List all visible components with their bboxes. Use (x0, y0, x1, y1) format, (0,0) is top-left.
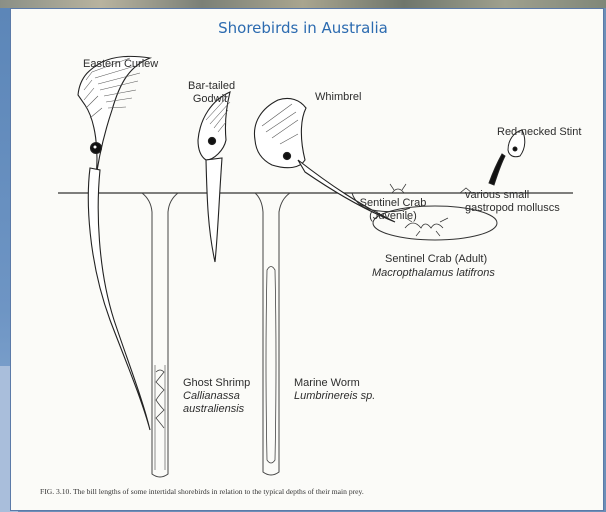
label-marine-worm: Marine Worm Lumbrinereis sp. (294, 377, 375, 403)
label-bar-tailed-godwit: Bar-tailed Godwit (188, 80, 232, 106)
label-sentinel-crab-adult: Sentinel Crab (Adult) (385, 253, 487, 266)
label-marine-worm-name: Marine Worm (294, 377, 375, 390)
ghost-shrimp-burrow (142, 193, 178, 477)
label-sentinel-crab-adult-species: Macropthalamus latifrons (372, 267, 495, 280)
label-red-necked-stint: Red-necked Stint (497, 126, 581, 139)
label-sentinel-crab-juvenile: Sentinel Crab (Juvenile) (355, 197, 431, 223)
label-whimbrel: Whimbrel (315, 91, 361, 104)
label-bar-tailed-godwit-line1: Bar-tailed (188, 80, 232, 93)
label-eastern-curlew: Eastern Curlew (83, 58, 158, 71)
marine-worm-burrow (255, 193, 290, 475)
label-ghost-shrimp-name: Ghost Shrimp (183, 377, 250, 390)
bar-tailed-godwit-head (198, 92, 230, 262)
label-marine-worm-species: Lumbrinereis sp. (294, 390, 375, 403)
figure-caption: FIG. 3.10. The bill lengths of some inte… (40, 487, 364, 496)
label-ghost-shrimp: Ghost Shrimp Callianassa australiensis (183, 377, 250, 416)
label-gastropods: various small gastropod molluscs (465, 189, 560, 215)
label-gastropods-line2: gastropod molluscs (465, 202, 560, 215)
label-bar-tailed-godwit-line2: Godwit (188, 93, 232, 106)
label-sentinel-crab-juvenile-line1: Sentinel Crab (355, 197, 431, 210)
label-ghost-shrimp-species-line2: australiensis (183, 403, 250, 416)
label-gastropods-line1: various small (465, 189, 560, 202)
label-sentinel-crab-juvenile-line2: (Juvenile) (355, 210, 431, 223)
label-ghost-shrimp-species-line1: Callianassa (183, 390, 250, 403)
eastern-curlew-head (78, 56, 150, 430)
